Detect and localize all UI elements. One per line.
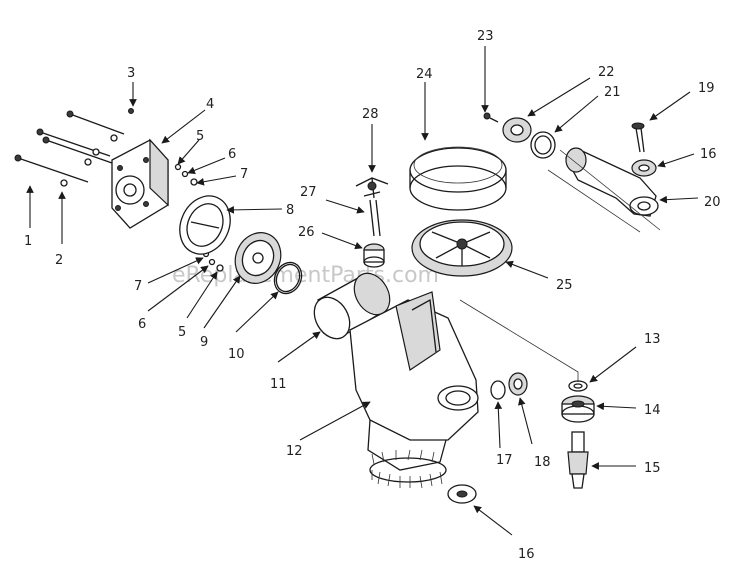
- shaft-bearing: [508, 372, 528, 396]
- cylinder-head: [111, 108, 169, 229]
- lower-washer: [568, 380, 588, 392]
- label-part-27: 27: [300, 185, 317, 200]
- label-part-28: 28: [362, 107, 379, 122]
- bottom-bearing: [447, 484, 477, 504]
- label-part-18: 18: [534, 455, 551, 470]
- label-part-5-upper: 5: [196, 129, 204, 144]
- label-part-13: 13: [644, 332, 661, 347]
- pulley-screw: [483, 112, 499, 123]
- o-ring: [273, 261, 303, 295]
- label-part-10: 10: [228, 347, 245, 362]
- watermark-text: eReplacementParts.com: [172, 263, 439, 288]
- label-part-24: 24: [416, 67, 433, 82]
- large-pulley: [411, 219, 513, 277]
- cooling-fan: [369, 449, 447, 489]
- label-part-3: 3: [127, 66, 135, 81]
- part-number-labels: 1 2 3 4 5 6 7 8 7 6 5 9 10 11 12 28 27 2…: [24, 29, 721, 562]
- label-part-11: 11: [270, 377, 287, 392]
- connecting-arm: [547, 147, 661, 233]
- label-part-19: 19: [698, 81, 715, 96]
- label-part-23: 23: [477, 29, 494, 44]
- label-part-16-upper: 16: [700, 147, 717, 162]
- shaft-seal: [490, 380, 506, 400]
- valve-plate-gasket: [179, 195, 231, 255]
- label-part-16-lower: 16: [518, 547, 535, 562]
- fan-impeller: [355, 177, 389, 199]
- bolt-set: [14, 110, 125, 187]
- label-part-12: 12: [286, 444, 303, 459]
- label-part-7-lower: 7: [134, 279, 142, 294]
- label-part-22: 22: [598, 65, 615, 80]
- label-part-20: 20: [704, 195, 721, 210]
- pinion-gear: [363, 243, 385, 268]
- label-part-5-lower: 5: [178, 325, 186, 340]
- drive-belt: [409, 146, 507, 211]
- label-part-6-upper: 6: [228, 147, 236, 162]
- label-part-6-lower: 6: [138, 317, 146, 332]
- arm-bolt: [631, 122, 645, 153]
- label-part-8: 8: [286, 203, 294, 218]
- arm-bearing: [631, 159, 657, 177]
- spacer-ring: [530, 131, 556, 159]
- lower-bearing: [561, 395, 595, 423]
- crankcase: [349, 291, 479, 471]
- label-part-4: 4: [206, 97, 214, 112]
- shaft-assembly-line: [459, 299, 579, 382]
- label-part-21: 21: [604, 85, 621, 100]
- label-part-9: 9: [200, 335, 208, 350]
- label-part-17: 17: [496, 453, 513, 468]
- label-part-1: 1: [24, 234, 32, 249]
- valve-plate: [234, 232, 282, 284]
- leader-lines: [26, 46, 699, 536]
- connecting-pin: [369, 199, 381, 237]
- label-part-26: 26: [298, 225, 315, 240]
- eccentric-washer: [502, 117, 532, 143]
- label-part-25: 25: [556, 278, 573, 293]
- label-part-7-upper: 7: [240, 167, 248, 182]
- output-shaft: [567, 431, 589, 489]
- label-part-14: 14: [644, 403, 661, 418]
- label-part-2: 2: [55, 253, 63, 268]
- label-part-15: 15: [644, 461, 661, 476]
